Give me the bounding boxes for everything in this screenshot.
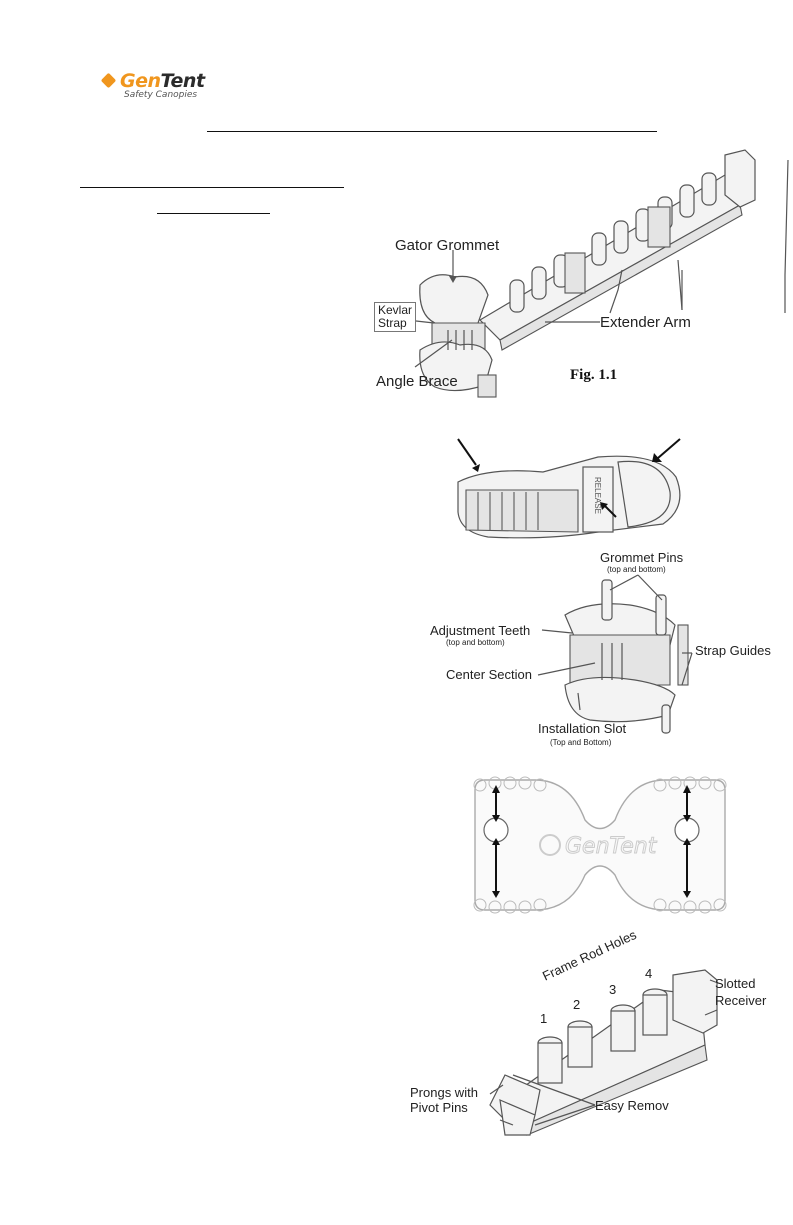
label-hole-3: 3 [609, 982, 617, 997]
label-gator-grommet: Gator Grommet [395, 237, 500, 254]
buckle-drawing: RELEASE [457, 438, 681, 539]
label-hole-1: 1 [540, 1011, 548, 1026]
label-prongs-pivot-pins: Prongs with Pivot Pins [410, 1085, 478, 1115]
label-adjustment-teeth-note: (top and bottom) [446, 638, 505, 647]
label-hole-4: 4 [645, 966, 653, 981]
figure-caption-1-1: Fig. 1.1 [570, 367, 618, 383]
figure-buckle: RELEASE [448, 432, 698, 547]
pad-logo-text: GenTent [565, 834, 658, 859]
label-installation-slot: Installation Slot [538, 721, 627, 736]
label-kevlar-strap-text: Kevlar Strap [378, 303, 413, 330]
label-center-section: Center Section [446, 667, 532, 682]
label-strap-guides: Strap Guides [695, 643, 771, 658]
pad-drawing: GenTent [473, 776, 727, 914]
label-kevlar-strap: Kevlar Strap [374, 302, 417, 332]
gator-grommet-assembly [419, 274, 497, 398]
label-grommet-pins-note: (top and bottom) [607, 565, 666, 574]
label-installation-slot-note: (Top and Bottom) [550, 738, 612, 747]
extender-arm-drawing [406, 149, 789, 398]
label-slotted-receiver: Slotted Receiver [715, 976, 767, 1008]
label-grommet-pins: Grommet Pins [600, 550, 684, 565]
gentent-logo: GenTent Safety Canopies [100, 70, 205, 104]
extender-detail-drawing [489, 969, 719, 1136]
label-extender-arm: Extender Arm [600, 314, 691, 331]
logo-word-gen: Gen [120, 70, 161, 92]
grommet-drawing [537, 574, 693, 734]
logo-word-tent: Tent [160, 70, 206, 92]
label-easy-removal: Easy Remov [595, 1098, 669, 1113]
figure-gentent-pad: GenTent [465, 775, 735, 925]
title-rule [207, 131, 657, 132]
frame-rod-hole-towers [537, 988, 668, 1084]
subsection-rule [157, 213, 270, 214]
figure-grommet-parts: Grommet Pins (top and bottom) Adjustment… [430, 545, 780, 755]
section-rule [80, 187, 344, 188]
logo-subtitle: Safety Canopies [124, 90, 198, 100]
release-text: RELEASE [593, 477, 602, 514]
rod-hole-towers [509, 172, 717, 313]
label-angle-brace: Angle Brace [376, 373, 458, 390]
figure-extender-detail: Frame Rod Holes 1 2 3 4 Slotted Receiver… [405, 927, 785, 1140]
label-adjustment-teeth: Adjustment Teeth [430, 623, 531, 638]
figure-1-1: Gator Grommet Kevlar Strap Extender Arm … [360, 145, 789, 405]
logo-diamond-icon [100, 72, 117, 89]
label-hole-2: 2 [573, 997, 581, 1012]
